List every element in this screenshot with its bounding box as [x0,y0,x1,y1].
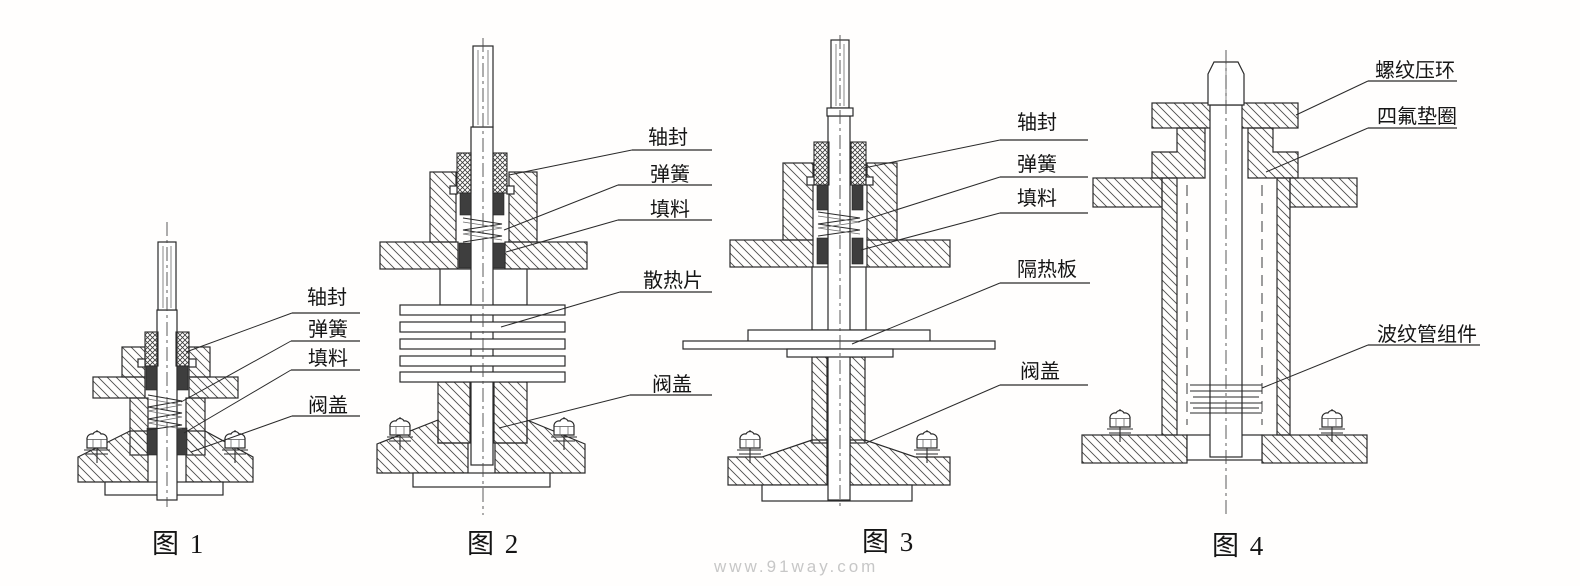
fig2-label-spring-text: 弹簧 [650,163,690,186]
figure-4: 螺纹压环 四氟垫圈 波纹管组件 图 4 [1081,50,1480,561]
fig1-label-packing-text: 填料 [308,347,348,370]
fig3-label-heat-shield-text: 隔热板 [1017,258,1077,281]
fig4-label-ptfe-gasket: 四氟垫圈 [1265,105,1457,173]
fig2-heat-fins [399,304,566,383]
fig3-label-bonnet-text: 阀盖 [1020,360,1060,383]
fig1-label-shaft-seal: 轴封 [185,286,360,353]
figure-4-caption: 图 4 [1212,531,1265,561]
figure-3: 轴封 弹簧 填料 隔热板 阀盖 图 3 [682,35,1090,557]
fig3-label-packing-text: 填料 [1017,187,1057,210]
fig2-label-shaft-seal-text: 轴封 [648,126,688,149]
fig2-label-shaft-seal: 轴封 [508,126,712,176]
fig2-label-bonnet-text: 阀盖 [652,373,692,396]
fig1-shaft-seal-gland [137,331,197,368]
fig1-label-spring: 弹簧 [180,318,360,403]
fig2-packing [458,192,506,269]
fig2-label-packing: 填料 [505,198,712,253]
fig4-label-ptfe-gasket-text: 四氟垫圈 [1377,105,1457,128]
figure-2: 轴封 弹簧 填料 散热片 阀盖 图 2 [376,38,712,559]
figure-3-caption: 图 3 [862,527,915,557]
fig4-label-threaded-ring-text: 螺纹压环 [1375,59,1455,82]
figure-1-caption: 图 1 [152,529,205,559]
fig3-label-bonnet: 阀盖 [865,360,1088,444]
fig3-label-shaft-seal: 轴封 [863,111,1088,169]
fig3-label-heat-shield: 隔热板 [851,258,1090,345]
fig1-label-spring-text: 弹簧 [308,318,348,341]
fig2-label-heat-fins-text: 散热片 [643,269,703,292]
fig2-spring [462,217,503,243]
fig2-label-spring: 弹簧 [503,163,712,231]
fig4-label-bellows-text: 波纹管组件 [1377,323,1477,346]
fig1-label-shaft-seal-text: 轴封 [307,286,347,309]
watermark-text: www.91way.com [714,557,879,576]
fig3-heat-shield-plate [682,329,996,358]
fig1-label-bonnet-text: 阀盖 [308,394,348,417]
fig2-label-bonnet: 阀盖 [498,373,712,429]
figure-2-caption: 图 2 [467,529,520,559]
fig4-label-threaded-ring: 螺纹压环 [1295,59,1457,116]
fig3-label-spring-text: 弹簧 [1017,153,1057,176]
fig2-label-packing-text: 填料 [650,198,690,221]
fig3-spring [817,211,861,237]
fig3-packing [816,184,864,265]
fig1-label-packing: 填料 [183,347,360,434]
fig3-label-shaft-seal-text: 轴封 [1017,111,1057,134]
fig3-label-packing: 填料 [860,187,1088,251]
figure-1: 轴封 弹簧 填料 阀盖 图 1 [77,222,360,559]
fig2-valve-stem [470,45,494,466]
fig2-label-heat-fins: 散热片 [500,269,712,328]
fig2-shaft-seal-gland [449,152,515,195]
fig3-label-spring: 弹簧 [857,153,1088,223]
fig4-label-bellows: 波纹管组件 [1261,323,1480,389]
fig1-packing [145,365,189,456]
fig1-label-bonnet: 阀盖 [190,394,360,453]
